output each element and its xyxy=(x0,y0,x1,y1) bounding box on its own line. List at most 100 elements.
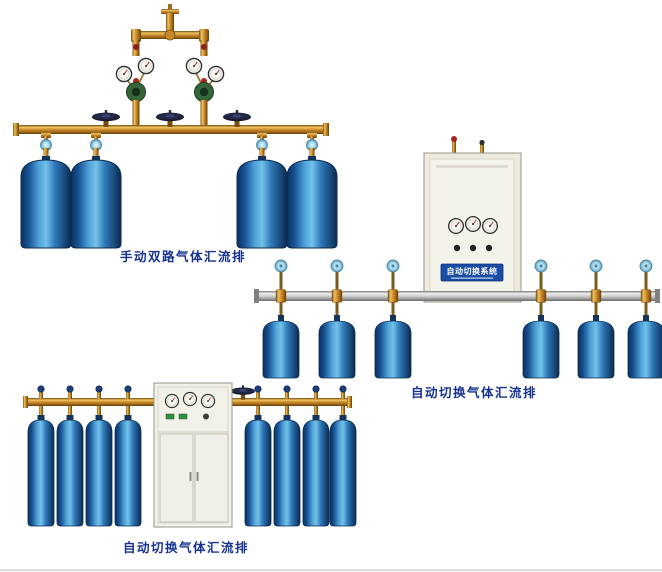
gas-cylinder xyxy=(329,419,357,527)
indicator-light xyxy=(165,413,175,420)
gas-cylinder xyxy=(627,320,662,379)
cabinet-label-text: 自动切换系统 xyxy=(447,266,498,276)
gas-cylinder xyxy=(70,159,122,249)
product-caption: 手动双路气体汇流排 xyxy=(120,249,246,264)
control-cabinet: 自动切换系统 xyxy=(423,152,522,303)
gas-cylinder xyxy=(273,419,301,527)
gas-cylinder xyxy=(262,320,300,379)
gas-cylinder xyxy=(85,419,113,527)
manifold-clamp xyxy=(387,289,399,303)
pressure-gauge xyxy=(481,217,499,235)
manifold-clamp xyxy=(275,289,287,303)
cylinder-station xyxy=(329,385,357,527)
cylinder-valve-knob xyxy=(339,385,347,393)
handwheel-valve xyxy=(223,110,251,127)
cylinder-station xyxy=(302,385,330,527)
manifold-end-cap-left xyxy=(254,289,259,303)
indicator-light xyxy=(178,413,188,420)
pressure-gauge xyxy=(185,57,203,75)
regulator-left xyxy=(115,57,155,125)
handwheel-valve xyxy=(231,385,255,400)
top-tee-fitting xyxy=(161,9,179,14)
cylinder-valve-knob xyxy=(254,385,262,393)
top-header-assembly xyxy=(131,4,209,56)
product-caption: 自动切换气体汇流排 xyxy=(123,540,249,555)
header-tee-joint xyxy=(164,29,176,41)
cylinder-connection xyxy=(306,132,318,161)
regulator-outlet-pipe xyxy=(200,100,208,125)
manifold-clamp xyxy=(640,289,652,303)
cylinder-connection xyxy=(90,132,102,161)
cylinder-station xyxy=(577,259,615,379)
gas-cylinder xyxy=(236,159,288,249)
gas-cylinder xyxy=(302,419,330,527)
pressure-gauge xyxy=(164,393,180,409)
gas-cylinder xyxy=(114,419,142,527)
cabinet-vent xyxy=(436,165,508,168)
pressure-gauge xyxy=(464,215,482,233)
cabinet-door-left xyxy=(159,433,194,523)
manifold-end-cap-left xyxy=(23,396,28,408)
cylinder-valve-knob xyxy=(312,385,320,393)
manifold-clamp xyxy=(535,289,547,303)
cabinet-label-plate: 自动切换系统 xyxy=(440,263,504,282)
manifold-pipe-brass-right xyxy=(232,396,352,408)
inlet-valve-knob xyxy=(451,136,457,142)
cylinder-station xyxy=(262,259,300,379)
cylinder-valve-knob xyxy=(37,385,45,393)
cabinet-inlet-pipe xyxy=(480,143,484,154)
cylinder-station xyxy=(522,259,560,379)
cylinder-station xyxy=(114,385,142,527)
cylinder-station xyxy=(244,385,272,527)
regulator-right xyxy=(185,57,225,125)
gas-cylinder xyxy=(374,320,412,379)
cylinder-station xyxy=(273,385,301,527)
auto-switch-wall-manifold-figure: 自动切换系统 xyxy=(254,136,662,400)
cylinder-connection xyxy=(256,132,268,161)
gas-cylinder xyxy=(522,320,560,379)
cylinder-station xyxy=(318,259,356,379)
cylinder-valve-knob xyxy=(283,385,291,393)
pressure-gauge xyxy=(182,391,198,407)
manifold-pipe-brass-left xyxy=(23,396,154,408)
regulator-outlet-pipe xyxy=(132,100,140,125)
cylinder-valve-knob xyxy=(95,385,103,393)
door-handle xyxy=(189,472,192,481)
gas-cylinder xyxy=(56,419,84,527)
shutoff-valve-knob-right xyxy=(201,44,207,50)
control-knob xyxy=(453,244,461,252)
door-handle xyxy=(196,472,199,481)
gas-cylinder xyxy=(286,159,338,249)
pressure-gauge xyxy=(447,217,465,235)
cylinder-station xyxy=(85,385,113,527)
auto-switch-floor-manifold-figure: 自动切换气体汇流排 xyxy=(23,382,357,555)
cabinet-inlet-pipe xyxy=(452,139,456,154)
manual-dual-line-manifold-figure: 手动双路气体汇流排 xyxy=(13,4,338,264)
manifold-end-cap-left xyxy=(13,123,19,136)
control-cabinet xyxy=(153,382,233,528)
handwheel-valve xyxy=(156,110,184,127)
header-elbow-right xyxy=(199,29,209,42)
cylinder-station xyxy=(627,259,662,379)
pressure-gauge xyxy=(137,57,155,75)
header-elbow-left xyxy=(131,29,141,42)
cylinder-station xyxy=(27,385,55,527)
page-bottom-border xyxy=(0,569,662,571)
manifold-end-cap-right xyxy=(323,123,329,136)
manifold-clamp xyxy=(331,289,343,303)
manifold-clamp xyxy=(590,289,602,303)
gas-cylinder xyxy=(577,320,615,379)
control-knob xyxy=(469,244,477,252)
manifold-end-cap-right xyxy=(655,289,660,303)
pressure-gauge xyxy=(200,393,216,409)
cylinder-station xyxy=(56,385,84,527)
manifold-pipe-brass xyxy=(13,123,329,136)
control-knob xyxy=(203,413,209,420)
top-stub-pipe xyxy=(168,4,172,10)
gas-cylinder xyxy=(244,419,272,527)
control-knob xyxy=(485,244,493,252)
gas-cylinder xyxy=(20,159,72,249)
cylinder-valve-knob xyxy=(124,385,132,393)
